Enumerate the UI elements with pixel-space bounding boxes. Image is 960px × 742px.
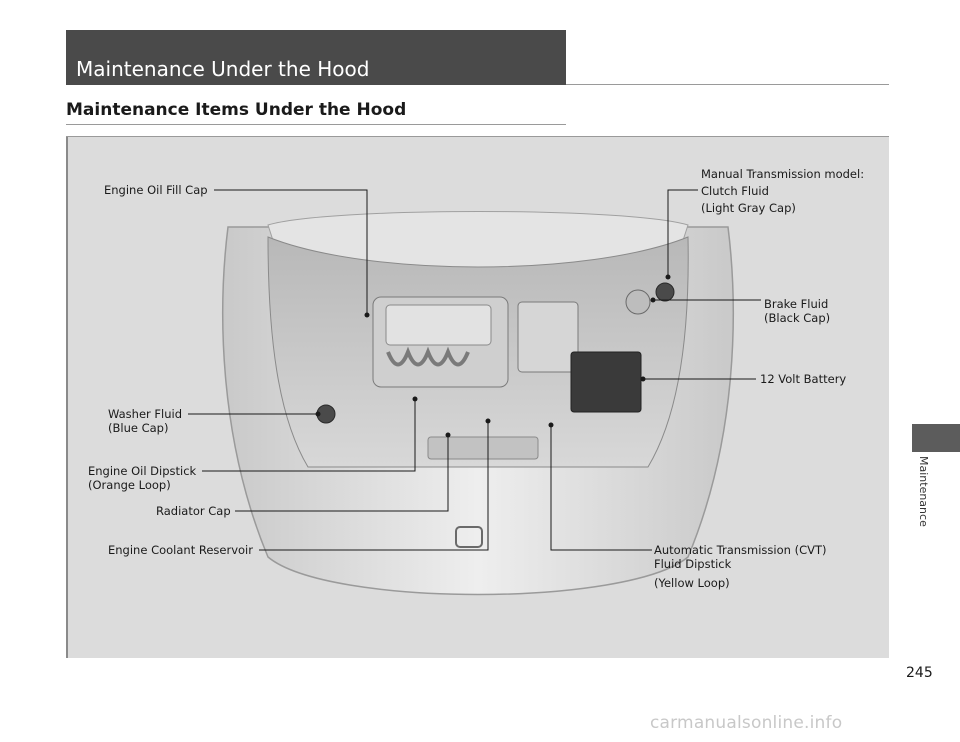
engine-bay-illustration: [188, 189, 761, 596]
section-subtitle: Maintenance Items Under the Hood: [66, 100, 407, 120]
honda-emblem-shape: [455, 526, 483, 548]
callout-text: Clutch Fluid: [701, 184, 769, 198]
callout-text: Washer Fluid: [108, 407, 183, 421]
callout-text: Manual Transmission model:: [701, 167, 865, 181]
callout-radiator-cap: Radiator Cap: [156, 504, 231, 518]
callout-text: 12 Volt Battery: [760, 372, 847, 386]
callout-text: Fluid Dipstick: [654, 557, 732, 571]
callout-brake-fluid: Brake Fluid (Black Cap): [764, 297, 830, 325]
leader-engine-oil-dipstick: [202, 399, 416, 472]
clutch-reservoir-shape: [655, 282, 675, 302]
callout-engine-oil-fill-cap: Engine Oil Fill Cap: [104, 183, 208, 197]
leader-engine-oil-fill-cap: [214, 189, 368, 315]
callout-text: Automatic Transmission (CVT): [654, 543, 827, 557]
leader-cvt-dipstick: [550, 425, 652, 551]
callout-cvt-dipstick: Automatic Transmission (CVT) Fluid Dipst…: [654, 543, 826, 590]
callout-engine-oil-dipstick: Engine Oil Dipstick (Orange Loop): [88, 464, 196, 492]
callout-text: (Light Gray Cap): [701, 201, 796, 215]
callout-leader-lines: [188, 189, 761, 551]
callout-text: (Blue Cap): [108, 421, 169, 435]
page-title: Maintenance Under the Hood: [76, 57, 370, 81]
subtitle-divider: [66, 124, 566, 125]
title-divider: [566, 84, 889, 85]
callout-clutch-fluid: Manual Transmission model: Clutch Fluid …: [701, 167, 864, 215]
battery-shape: [570, 351, 642, 413]
leader-radiator-cap: [235, 435, 449, 512]
callout-engine-coolant-reservoir: Engine Coolant Reservoir: [108, 543, 253, 557]
callout-text: Engine Oil Dipstick: [88, 464, 197, 478]
callout-washer-fluid: Washer Fluid (Blue Cap): [108, 407, 182, 435]
callout-text: Brake Fluid: [764, 297, 829, 311]
callout-text: (Yellow Loop): [654, 576, 730, 590]
callout-text: Engine Coolant Reservoir: [108, 543, 253, 557]
leader-coolant-reservoir: [259, 421, 489, 551]
callout-battery: 12 Volt Battery: [760, 372, 846, 386]
callout-text: (Black Cap): [764, 311, 831, 325]
engine-bay-figure: Engine Oil Fill Cap Manual Transmission …: [66, 137, 889, 658]
callout-text: Engine Oil Fill Cap: [104, 183, 208, 197]
section-side-label: Maintenance: [917, 456, 930, 527]
callout-text: (Orange Loop): [88, 478, 171, 492]
watermark: carmanualsonline.info: [650, 713, 843, 733]
page-number: 245: [906, 665, 933, 681]
section-side-tab: [912, 424, 960, 452]
radiator-shape: [427, 436, 539, 460]
leader-clutch-fluid: [667, 189, 698, 277]
air-box-shape: [517, 301, 579, 373]
engine-cover-shape: [385, 304, 492, 346]
intake-pipe-shape: [386, 346, 470, 367]
callout-text: Radiator Cap: [156, 504, 231, 518]
figure-top-divider: [66, 136, 889, 137]
callout-endpoints: [315, 274, 671, 438]
brake-reservoir-shape: [625, 289, 651, 315]
section-title-bar: Maintenance Under the Hood: [66, 30, 566, 85]
